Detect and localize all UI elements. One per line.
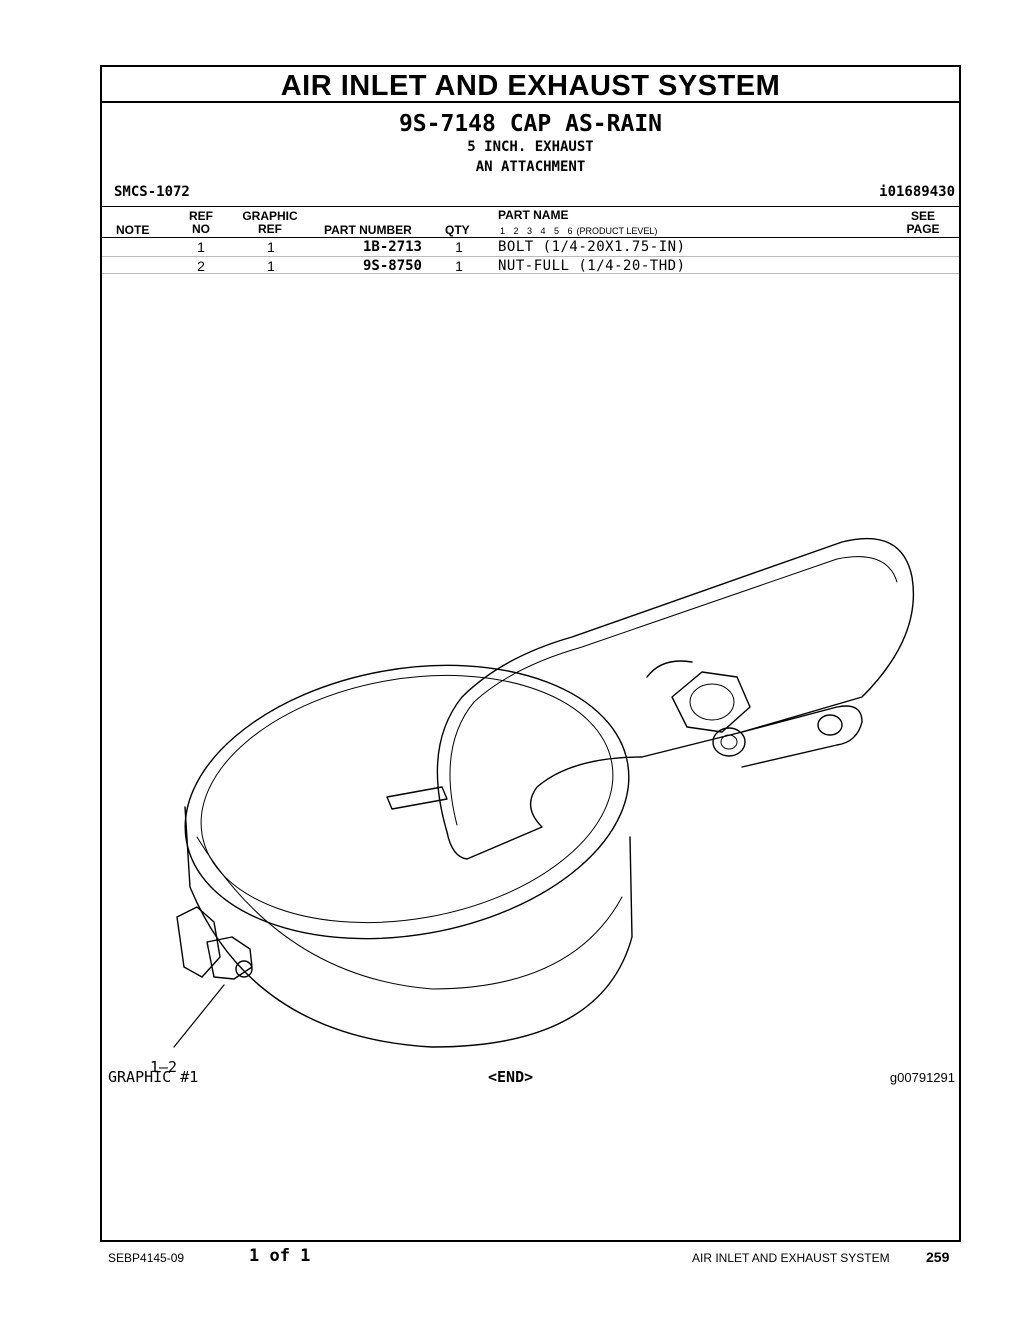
assembly-title: 9S-7148 CAP AS-RAIN	[398, 111, 663, 137]
end-marker: <END>	[488, 1068, 534, 1086]
col-qty: QTY	[445, 223, 470, 237]
row-2-ref-no: 2	[197, 258, 205, 274]
col-see-top: SEE	[910, 209, 935, 223]
pivot-bolt-end	[712, 727, 746, 757]
row-2-graphic-ref: 1	[267, 258, 275, 274]
row-2-qty: 1	[455, 258, 463, 274]
pivot-nut	[671, 671, 751, 733]
lever-arm-inner-edge	[449, 556, 898, 826]
section-title: AIR INLET AND EXHAUST SYSTEM	[102, 67, 959, 103]
bracket-hole	[817, 714, 843, 736]
cap-disc-outer	[184, 664, 630, 940]
col-part-name: PART NAME	[498, 208, 569, 222]
weight-tab	[386, 786, 448, 810]
clamp-block	[176, 906, 221, 978]
row-1-ref-no: 1	[197, 239, 205, 255]
lever-arm	[436, 537, 915, 860]
col-graphic-bottom: REF	[258, 222, 282, 236]
product-levels: 1 2 3 4 5 6(PRODUCT LEVEL)	[500, 226, 657, 236]
assembly-line-1: 5 INCH. EXHAUST	[467, 139, 594, 155]
clamp-bolt-end	[235, 960, 253, 978]
row-1-qty: 1	[455, 239, 463, 255]
pipe-sleeve-rim	[196, 836, 623, 990]
col-ref-top: REF	[189, 209, 213, 223]
col-see-page: SEE PAGE	[905, 210, 941, 236]
illustration-id: i01689430	[879, 184, 955, 200]
row-1-part-number: 1B-2713	[362, 239, 422, 255]
smcs-code: SMCS-1072	[114, 184, 190, 200]
graphic-id: g00791291	[889, 1070, 955, 1085]
footer-section: AIR INLET AND EXHAUST SYSTEM	[692, 1251, 890, 1265]
col-ref-bottom: NO	[192, 222, 210, 236]
pipe-sleeve-outline	[184, 806, 633, 1048]
page-frame: AIR INLET AND EXHAUST SYSTEM 9S-7148 CAP…	[100, 65, 961, 1242]
row-rule-2	[102, 273, 959, 274]
col-graphic-top: GRAPHIC	[242, 209, 298, 223]
graphic-label: GRAPHIC #1	[108, 1068, 199, 1086]
callout-label: 1–2	[150, 1058, 177, 1076]
pivot-washer	[646, 660, 693, 678]
col-ref-no: REF NO	[188, 210, 214, 236]
col-graphic-ref: GRAPHIC REF	[240, 210, 300, 236]
col-note: NOTE	[116, 223, 150, 237]
footer-page-of: 1 of 1	[249, 1246, 311, 1266]
row-2-part-number: 9S-8750	[362, 258, 422, 274]
cap-disc-inner	[200, 674, 614, 924]
col-see-bottom: PAGE	[906, 222, 940, 236]
product-level-label: (PRODUCT LEVEL)	[576, 226, 658, 236]
table-top-rule	[102, 206, 959, 207]
assembly-line-2: AN ATTACHMENT	[475, 159, 586, 175]
product-level-numbers: 1 2 3 4 5 6	[500, 226, 573, 236]
row-rule-1	[102, 256, 959, 257]
callout-leader	[173, 984, 225, 1048]
footer-doc-id: SEBP4145-09	[108, 1251, 185, 1265]
table-header-rule	[102, 237, 959, 238]
mounting-bracket	[741, 705, 863, 768]
pivot-bolt-tip	[720, 734, 738, 750]
row-1-graphic-ref: 1	[267, 239, 275, 255]
row-1-part-name: BOLT (1/4-20X1.75-IN)	[498, 239, 686, 255]
col-part-number: PART NUMBER	[324, 223, 412, 237]
footer-page-number: 259	[926, 1249, 950, 1265]
row-2-part-name: NUT-FULL (1/4-20-THD)	[498, 258, 686, 274]
pivot-nut-face	[689, 683, 735, 721]
rain-cap-drawing: 1–2	[150, 537, 915, 1076]
